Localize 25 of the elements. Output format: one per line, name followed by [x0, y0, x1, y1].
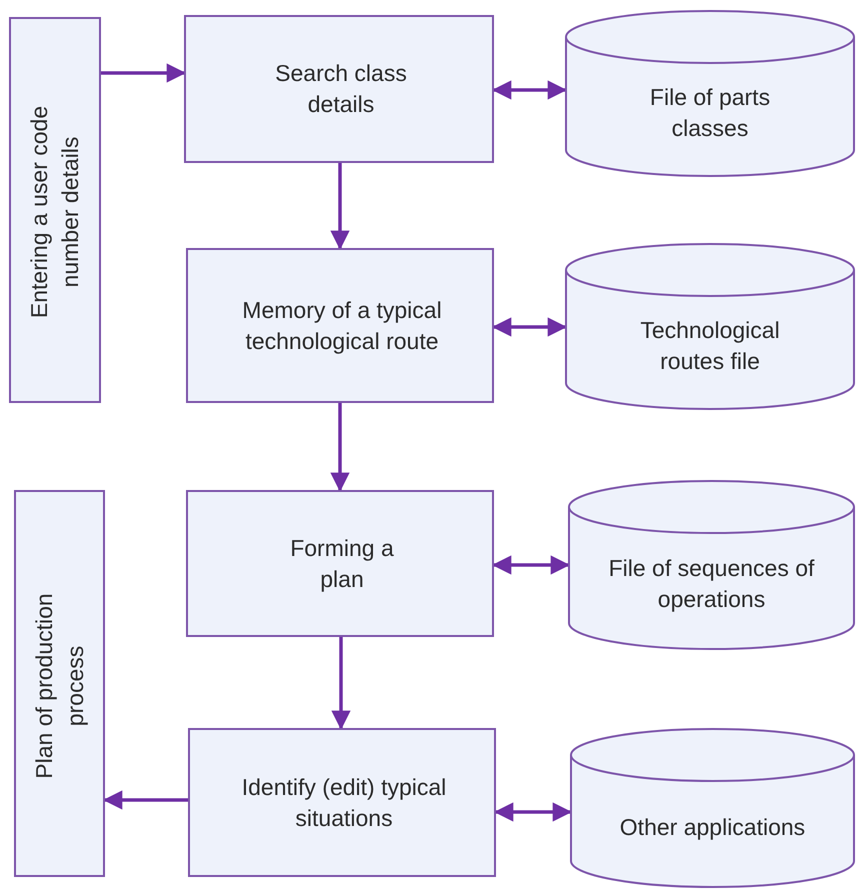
arrow: [101, 63, 186, 83]
arrow: [330, 403, 350, 492]
arrow: [492, 555, 570, 575]
node-label: Technological routes file: [639, 316, 781, 376]
node-label: File of parts classes: [648, 82, 772, 142]
arrow: [331, 637, 351, 730]
arrow: [103, 790, 188, 810]
node-label: Search class details: [274, 59, 408, 119]
arrow: [330, 163, 350, 250]
process-box: [184, 15, 494, 163]
node-label: Memory of a typical technological route: [241, 296, 443, 356]
node-label: Other applications: [618, 812, 806, 842]
process-box: [9, 17, 101, 403]
process-box: [186, 490, 494, 637]
process-box: [188, 728, 496, 877]
node-label: Plan of production process: [30, 592, 89, 780]
node-label: Entering a user code number details: [25, 104, 84, 320]
arrow: [492, 317, 567, 337]
arrow: [494, 802, 572, 822]
process-box: [186, 248, 494, 403]
node-label: Identify (edit) typical situations: [240, 772, 448, 832]
arrow: [492, 80, 567, 100]
node-label: Forming a plan: [289, 534, 395, 594]
process-box: [14, 490, 105, 877]
node-label: File of sequences of operations: [608, 554, 816, 614]
